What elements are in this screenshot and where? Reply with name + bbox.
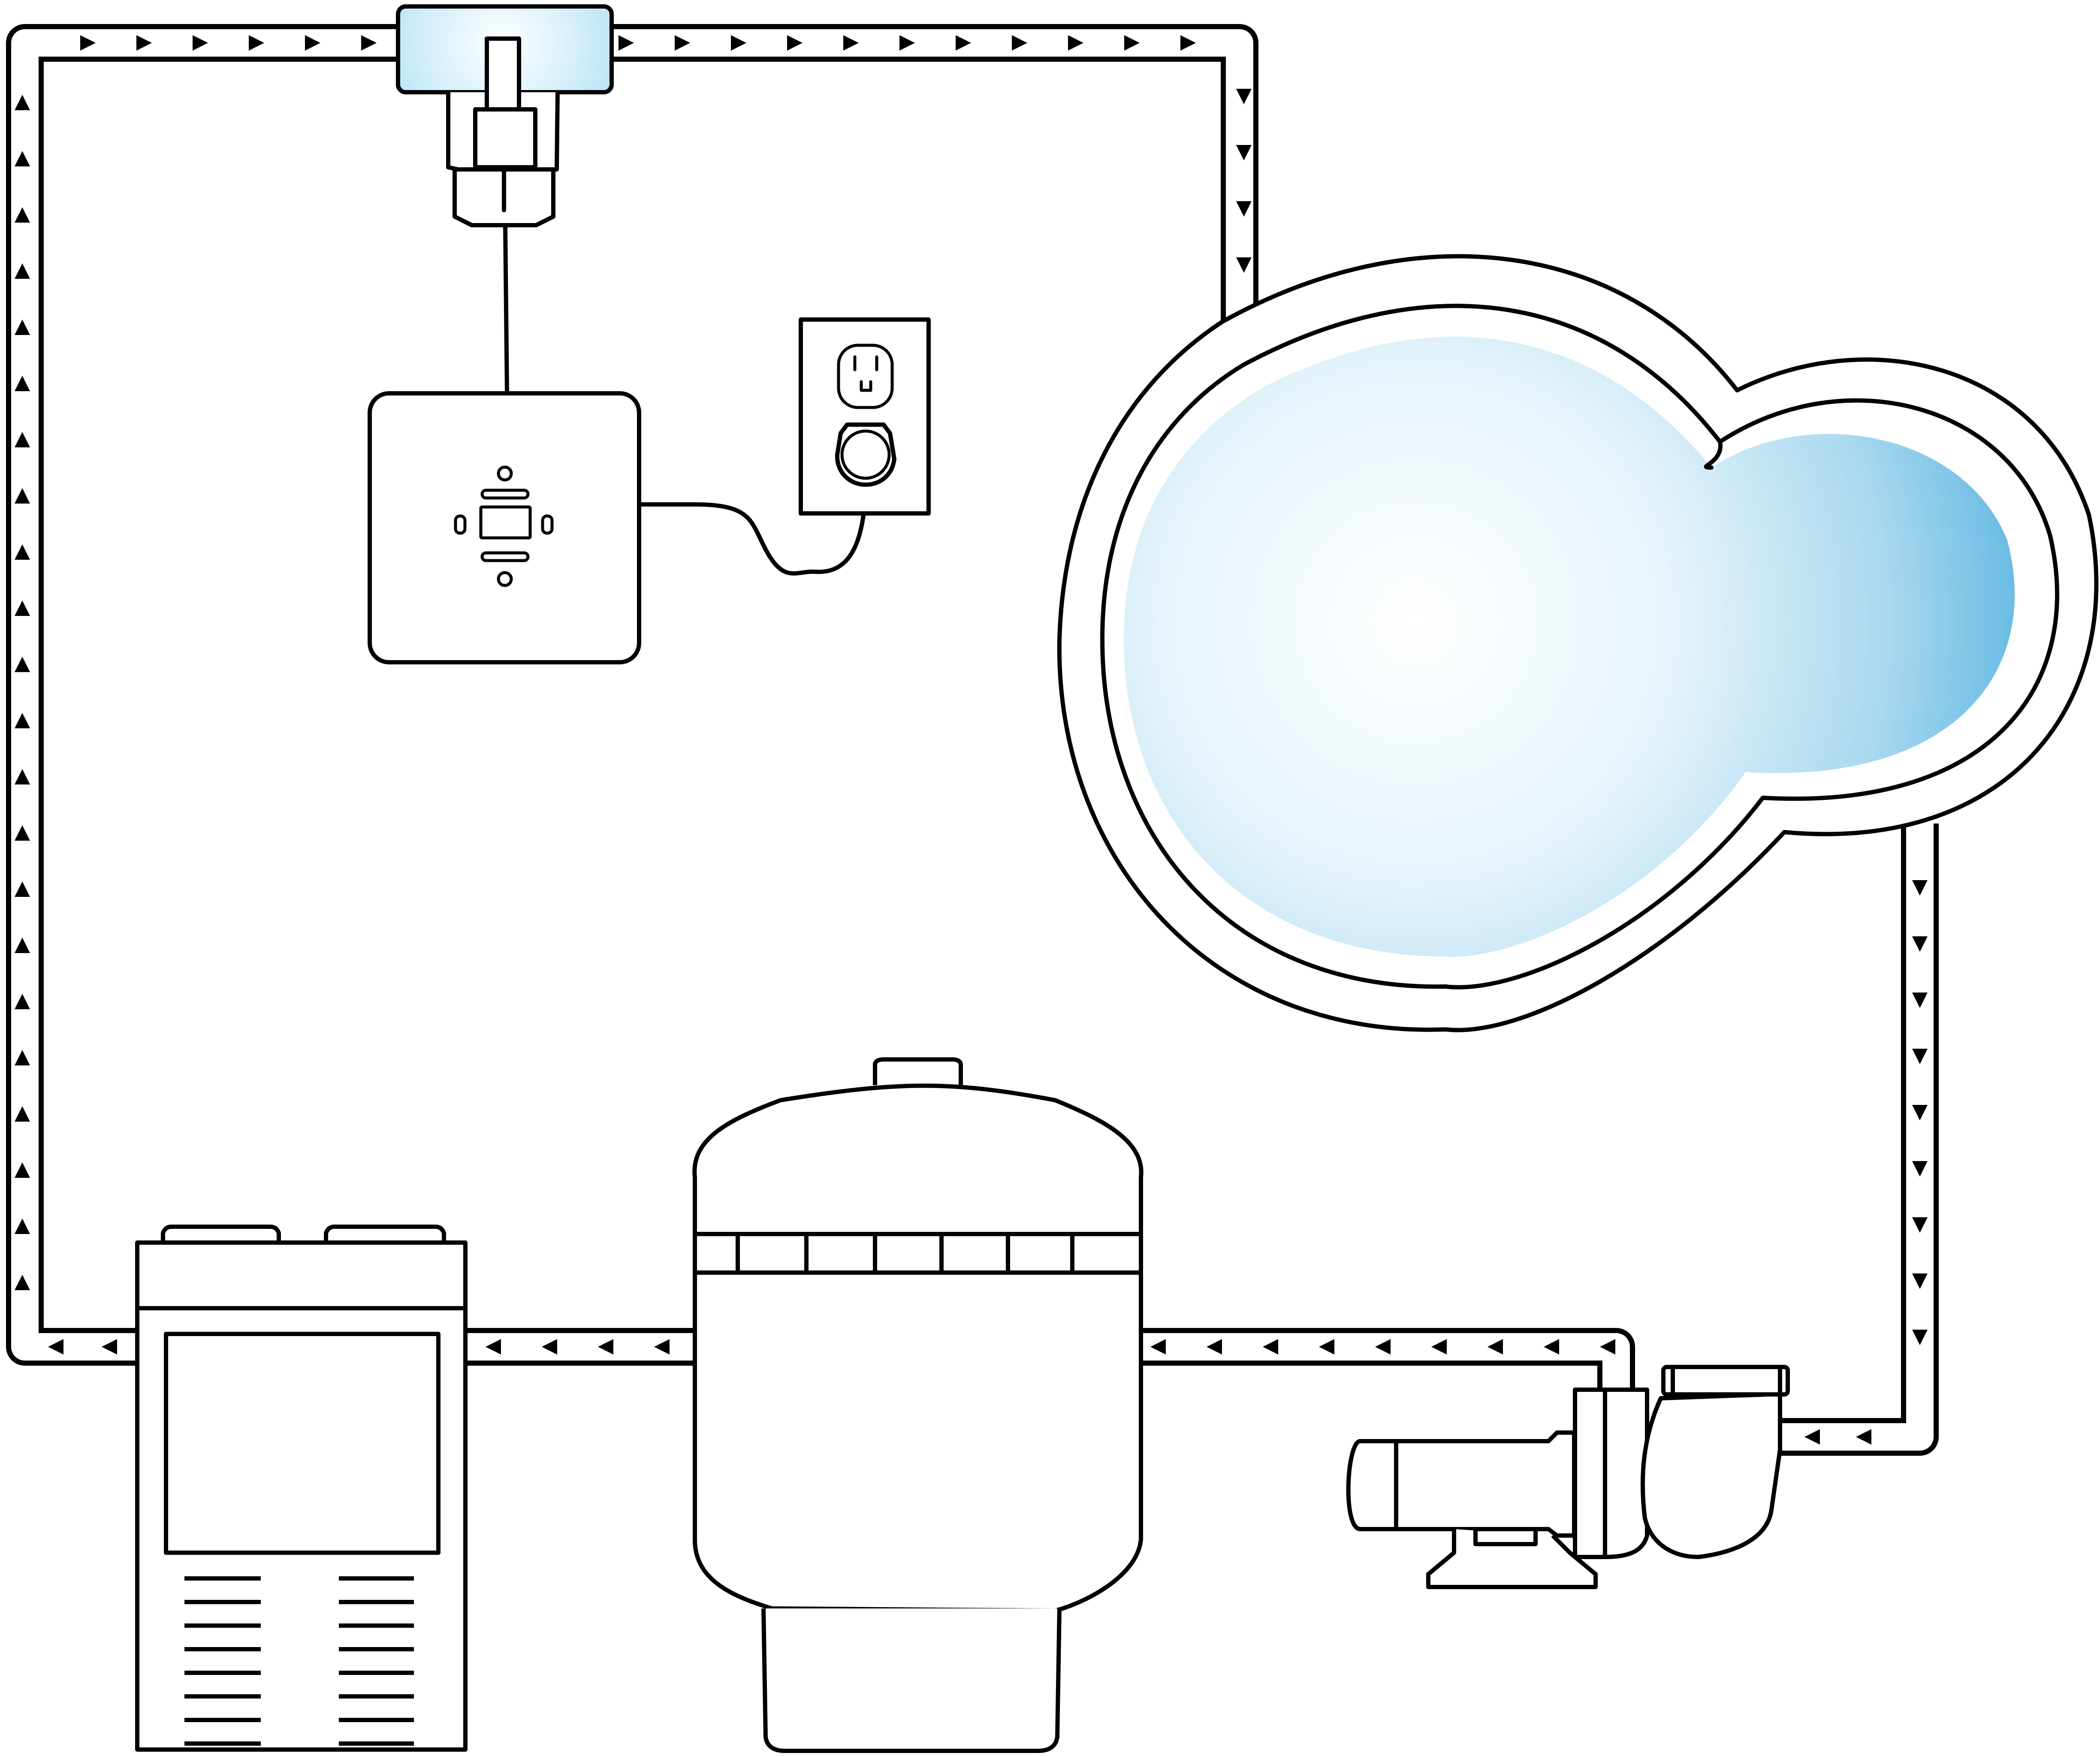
flow-arrow (1912, 880, 1928, 896)
flow-arrow (1912, 1217, 1928, 1233)
pump (1346, 1365, 1790, 1589)
flow-arrow (1068, 35, 1083, 51)
flow-arrow (675, 35, 690, 51)
flow-arrow (1150, 1339, 1166, 1355)
flow-arrow (1236, 89, 1252, 104)
flow-arrow (193, 35, 208, 51)
heater (135, 1225, 468, 1752)
flow-arrow (15, 769, 30, 784)
flow-arrow (1263, 1339, 1278, 1355)
flow-arrow (80, 35, 96, 51)
flow-arrow (1804, 1429, 1820, 1445)
flow-arrow (1488, 1339, 1503, 1355)
flow-arrow (1600, 1339, 1615, 1355)
flow-arrow (48, 1339, 63, 1355)
flow-arrow (1319, 1339, 1334, 1355)
flow-arrow (1544, 1339, 1559, 1355)
flow-arrow (15, 320, 30, 335)
flow-arrow (1912, 993, 1928, 1008)
flow-arrow (1912, 1161, 1928, 1177)
flow-arrow (15, 263, 30, 279)
pool (1057, 254, 2099, 1032)
flow-arrow (15, 95, 30, 110)
flow-arrow (1856, 1429, 1871, 1445)
flow-arrow (15, 1050, 30, 1065)
heater-vents (184, 1576, 414, 1746)
flow-arrow (787, 35, 803, 51)
flow-arrow (1236, 201, 1252, 217)
flow-arrow (1207, 1339, 1222, 1355)
wall-outlet (799, 317, 931, 516)
flow-arrow (15, 600, 30, 616)
flow-arrow (15, 1219, 30, 1234)
flow-arrow (361, 35, 377, 51)
flow-arrow (15, 488, 30, 504)
flow-arrow (956, 35, 971, 51)
flow-arrow (1912, 1049, 1928, 1064)
flow-arrow (136, 35, 152, 51)
flow-arrow (542, 1339, 557, 1355)
flow-arrow (15, 938, 30, 953)
flow-arrow (15, 657, 30, 672)
flow-arrow (843, 35, 859, 51)
flow-arrow (1912, 1330, 1928, 1345)
flow-arrow (1912, 936, 1928, 952)
control-box (368, 391, 869, 664)
flow-arrow (1236, 257, 1252, 273)
flow-arrow (1912, 1273, 1928, 1289)
flow-arrow (654, 1339, 670, 1355)
flow-arrow (598, 1339, 613, 1355)
flow-arrow (1375, 1339, 1391, 1355)
flow-arrow (15, 881, 30, 897)
filter (692, 1057, 1144, 1753)
flow-arrow (102, 1339, 117, 1355)
flow-arrow (15, 1162, 30, 1178)
filter-band (736, 1234, 1074, 1273)
flow-arrow (486, 1339, 501, 1355)
flow-arrow (15, 376, 30, 391)
flow-arrow (15, 1106, 30, 1122)
flow-arrow (1431, 1339, 1447, 1355)
flow-arrow (305, 35, 320, 51)
flow-arrow (1124, 35, 1140, 51)
flow-arrow (15, 207, 30, 223)
flow-arrow (1912, 1105, 1928, 1120)
flow-arrow (15, 825, 30, 841)
flow-arrow (15, 544, 30, 560)
flow-arrow (1236, 145, 1252, 160)
flow-arrow (15, 713, 30, 728)
flow-arrow (15, 994, 30, 1009)
pool-water (1124, 337, 2015, 957)
flow-arrow (619, 35, 634, 51)
control-panel-icon (454, 465, 554, 587)
flow-arrow (1180, 35, 1196, 51)
flow-arrow (15, 432, 30, 447)
chlorinator-cell (396, 4, 614, 395)
flow-arrow (899, 35, 915, 51)
flow-arrows (15, 35, 1928, 1445)
flow-arrow (249, 35, 264, 51)
flow-arrow (731, 35, 746, 51)
flow-arrow (15, 151, 30, 166)
flow-arrow (15, 1275, 30, 1290)
flow-arrow (1012, 35, 1027, 51)
